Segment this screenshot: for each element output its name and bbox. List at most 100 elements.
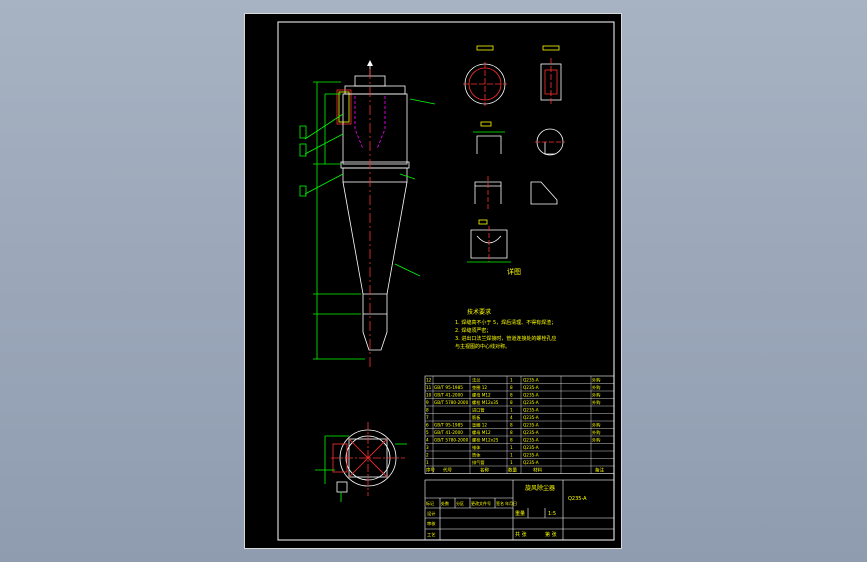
title-block	[424, 479, 615, 541]
bom-cell: 8	[510, 385, 513, 390]
plan-view	[315, 422, 407, 502]
bom-cell: 进口管	[472, 407, 485, 414]
leader-1	[304, 113, 344, 140]
bom-cell: Q235-A	[523, 445, 539, 450]
bom-cell: 垫圈 12	[472, 422, 487, 429]
role-label: 设计	[427, 510, 435, 517]
bom-cell: 2	[426, 453, 429, 458]
top-cap	[344, 85, 406, 95]
bom-cell: 1	[510, 445, 513, 450]
bom-header-cell: 数量	[508, 467, 517, 474]
bom-cell: 外购	[592, 392, 600, 399]
sheet-number: 第 张	[545, 531, 557, 538]
bom-cell: 垫圈 12	[472, 384, 487, 391]
bom-cell: 8	[426, 408, 429, 413]
bom-cell: 螺栓 M12x25	[472, 437, 499, 444]
bom-cell: 1	[510, 460, 513, 465]
bom-cell: GB/T 41-2000	[434, 393, 463, 398]
inner-frame	[277, 21, 615, 541]
bom-cell: 外购	[592, 377, 600, 384]
bom-cell: 12	[426, 378, 432, 383]
outlet-arrow-head	[367, 60, 373, 66]
bom-cell: 外购	[592, 429, 600, 436]
bom-cell: 1	[510, 378, 513, 383]
detail-gusset	[530, 181, 558, 205]
bom-cell: Q235-A	[523, 415, 539, 420]
detail-saddle	[470, 229, 508, 259]
weight-label: 重量	[515, 510, 525, 517]
bom-cell: Q235-A	[523, 438, 539, 443]
bom-cell: 锥体	[472, 444, 481, 451]
bom-cell: 8	[510, 393, 513, 398]
leader-2	[304, 173, 344, 195]
leader-3	[409, 98, 436, 105]
detail-channel	[476, 135, 502, 154]
bom-cell: Q235-A	[523, 408, 539, 413]
notes-title: 技术要求	[467, 308, 491, 316]
bom-cell: 10	[426, 393, 432, 398]
bom-cell: 螺母 M12	[472, 429, 491, 436]
bom-cell: GB/T 5780-2000	[434, 400, 469, 405]
bom-cell: Q235-A	[523, 385, 539, 390]
note-3: 3. 进出口法兰焊接时，管道连接处的螺栓孔应	[455, 335, 556, 342]
drawing-canvas: 详图 技术要求 1. 焊缝高不小于 5，焊后清理、不得有焊渣； 2. 焊缝须严密…	[277, 21, 615, 541]
bom-cell: GB/T 95-1985	[434, 385, 463, 390]
bom-header-cell: 备注	[595, 467, 604, 474]
inlet-box	[336, 89, 352, 125]
bom-cell: 1	[426, 460, 429, 465]
drawing-name: 旋风除尘器	[525, 484, 555, 492]
bom-cell: 外购	[592, 437, 600, 444]
bom-cell: 11	[426, 385, 432, 390]
bom-cell: 8	[510, 423, 513, 428]
cylinder-body	[342, 93, 408, 165]
bom-cell: 螺母 M12	[472, 392, 491, 399]
hidden-exhaust-pipe	[354, 96, 386, 150]
bom-cell: 9	[426, 400, 429, 405]
revision-cell: 分区	[456, 500, 464, 506]
cone	[342, 181, 408, 351]
bom-cell: Q235-A	[523, 400, 539, 405]
lower-band	[342, 167, 408, 183]
title-block-frame	[424, 479, 615, 541]
front-view	[299, 60, 436, 369]
bom-cell: 1	[510, 453, 513, 458]
note-4: 与主视图的中心线对称。	[455, 343, 510, 350]
bom-cell: 筋板	[472, 414, 481, 421]
bom-cell: 8	[510, 438, 513, 443]
revision-cells: 标记处数分区更改文件号签名年月日	[426, 500, 517, 506]
note-2: 2. 焊缝须严密；	[455, 327, 491, 334]
body-flange	[340, 161, 410, 169]
bom-header-cell: 序号	[426, 467, 435, 474]
bom-cell: 外购	[592, 399, 600, 406]
bom-cell: 8	[510, 400, 513, 405]
bom-cell: Q235-A	[523, 460, 539, 465]
bom-cell: 4	[510, 415, 513, 420]
total-sheets: 共 张	[515, 531, 527, 538]
revision-cell: 签名	[496, 500, 504, 506]
bom-header-cell: 名称	[480, 467, 489, 474]
role-label: 工艺	[427, 532, 435, 537]
plan-inlet	[332, 443, 348, 473]
drawing-sheet: 详图 技术要求 1. 焊缝高不小于 5，焊后清理、不得有焊渣； 2. 焊缝须严密…	[244, 13, 622, 549]
bom-cell: 8	[510, 430, 513, 435]
role-label: 审核	[427, 520, 436, 527]
inlet-flange	[338, 91, 350, 123]
revision-cell: 标记	[426, 500, 434, 506]
bom-cell: 1	[510, 408, 513, 413]
bom-cell: GB/T 95-1985	[434, 423, 463, 428]
bom-cell: 7	[426, 415, 429, 420]
bom-header-cell: 材料	[533, 467, 542, 474]
material-cell: Q235-A	[568, 496, 587, 502]
bom-cell: GB/T 41-2000	[434, 430, 463, 435]
bom-cell: Q235-A	[523, 378, 539, 383]
revision-cell: 更改文件号	[471, 500, 491, 506]
bom-cell: 排气管	[472, 459, 485, 466]
bom-cell: Q235-A	[523, 453, 539, 458]
bom-cell: 外购	[592, 384, 600, 391]
bom-cell: Q235-A	[523, 430, 539, 435]
detail-label: 详图	[507, 267, 521, 276]
bom-cell: 筒体	[472, 452, 481, 459]
